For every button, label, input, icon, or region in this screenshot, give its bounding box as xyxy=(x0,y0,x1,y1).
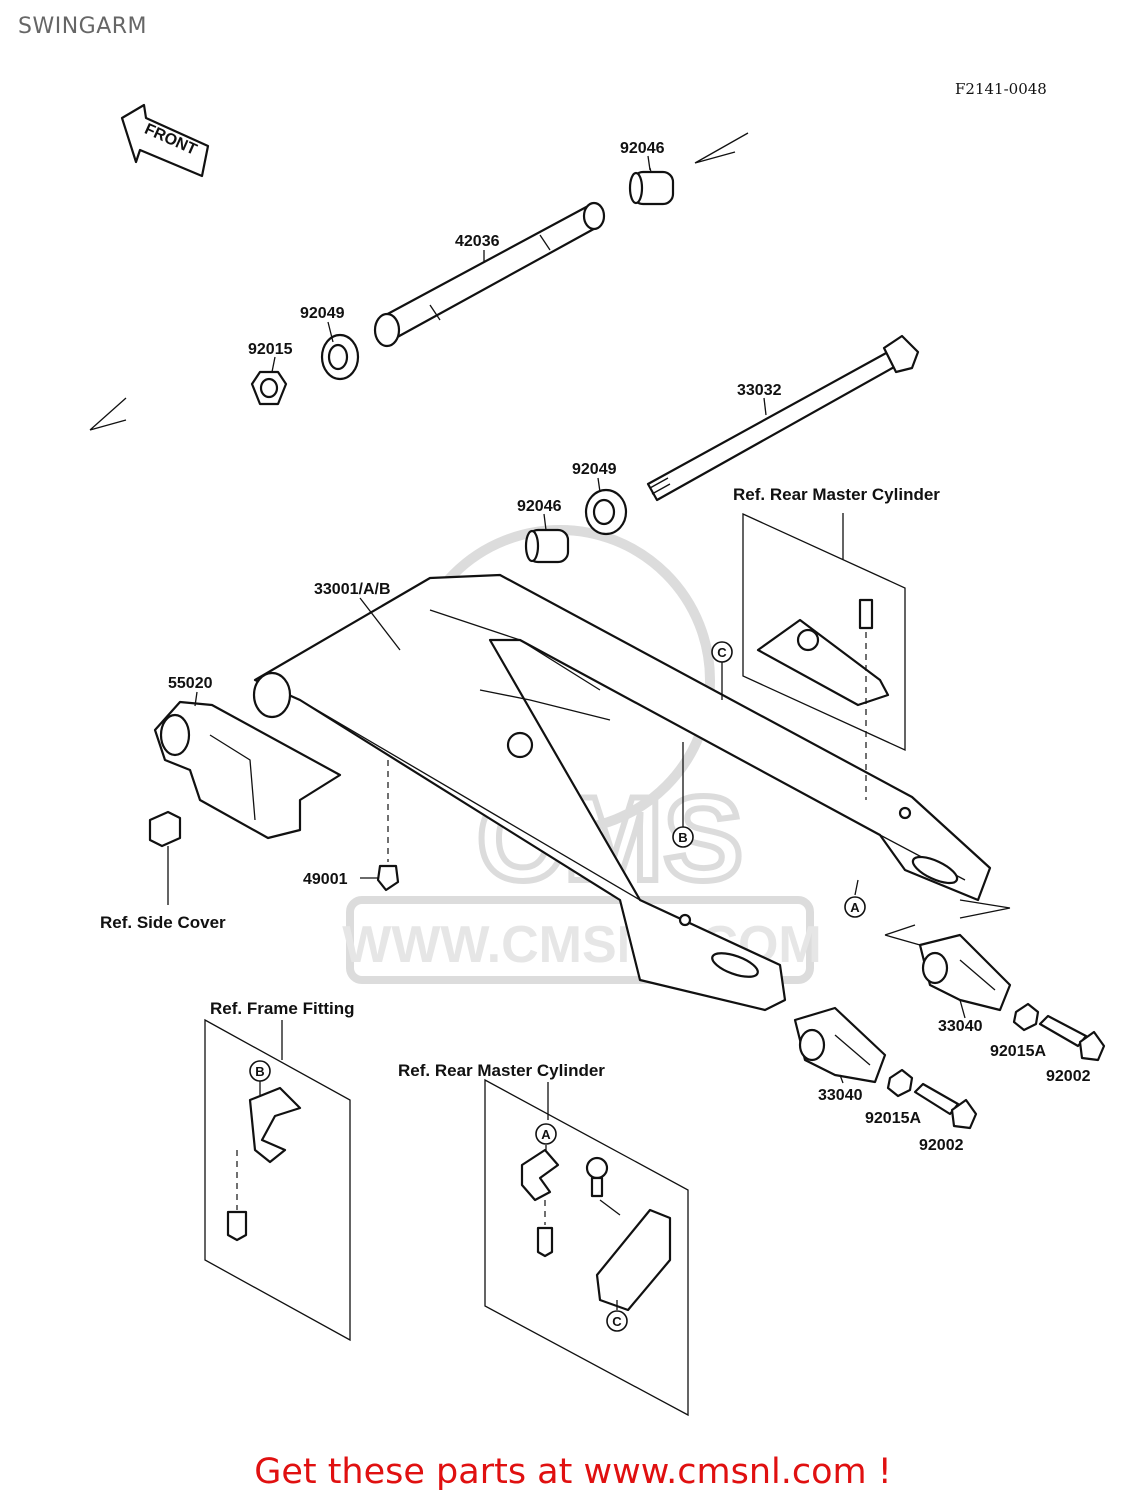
ref-frame-fitting: Ref. Frame Fitting xyxy=(210,999,355,1018)
collar-side-cover xyxy=(148,810,182,905)
ref-box-frame-fitting xyxy=(204,1018,351,1342)
ref-box-top-right xyxy=(742,512,906,800)
bolt-92002-right xyxy=(1038,1014,1106,1062)
nut-92015 xyxy=(250,370,288,406)
marker-c-top: C xyxy=(711,641,733,663)
marker-b-frame-label: B xyxy=(255,1064,264,1079)
label-42036: 42036 xyxy=(455,233,500,250)
label-92015A-left: 92015A xyxy=(865,1110,921,1127)
adjuster-33040-left xyxy=(793,1006,887,1084)
marker-b-mid-label: B xyxy=(678,830,687,845)
label-92049-top: 92049 xyxy=(300,305,345,322)
marker-c-top-label: C xyxy=(717,645,727,660)
marker-b-frame: B xyxy=(249,1060,271,1082)
label-92002-left: 92002 xyxy=(919,1137,964,1154)
page-title: SWINGARM xyxy=(18,14,148,39)
fitting-49001 xyxy=(376,760,400,892)
swingarm-33001 xyxy=(252,573,992,1012)
ref-box-rear-master-bottom xyxy=(484,1078,689,1417)
label-92046-top: 92046 xyxy=(620,140,665,157)
label-55020: 55020 xyxy=(168,675,213,692)
sleeve-42036 xyxy=(373,201,606,348)
label-92046-mid: 92046 xyxy=(517,498,562,515)
seal-92049-mid xyxy=(584,488,628,536)
direction-line-right-mid xyxy=(884,924,921,946)
ref-side-cover: Ref. Side Cover xyxy=(100,913,226,932)
seal-92049-top xyxy=(320,333,360,381)
cta-link[interactable]: Get these parts at www.cmsnl.com ! xyxy=(254,1452,892,1492)
diagram-code: F2141-0048 xyxy=(955,80,1047,98)
label-33040-left: 33040 xyxy=(818,1087,863,1104)
marker-a-mid-label: A xyxy=(850,900,860,915)
nut-92015A-right xyxy=(1012,1002,1040,1032)
label-92015A-right: 92015A xyxy=(990,1043,1046,1060)
label-33032: 33032 xyxy=(737,382,782,399)
nut-92015A-left xyxy=(886,1068,914,1098)
direction-line-right-top xyxy=(959,899,1011,919)
bearing-92046-mid xyxy=(524,528,570,564)
label-33040-right: 33040 xyxy=(938,1018,983,1035)
chain-guard-55020 xyxy=(153,700,342,840)
bolt-92002-left xyxy=(913,1082,978,1130)
leader-lines xyxy=(194,155,966,1310)
front-arrow: FRONT xyxy=(120,103,210,178)
marker-a-mid: A xyxy=(844,896,866,918)
label-33001: 33001/A/B xyxy=(314,581,391,598)
marker-a-bottom-label: A xyxy=(541,1127,551,1142)
marker-a-bottom: A xyxy=(535,1123,557,1145)
direction-line-left xyxy=(89,397,127,431)
label-49001: 49001 xyxy=(303,871,348,888)
bearing-92046-top xyxy=(628,167,675,206)
ref-rear-master-bottom: Ref. Rear Master Cylinder xyxy=(398,1061,605,1080)
marker-c-bottom-label: C xyxy=(612,1314,622,1329)
label-92015: 92015 xyxy=(248,341,293,358)
axle-33032 xyxy=(646,334,920,502)
marker-c-bottom: C xyxy=(606,1310,628,1332)
marker-b-mid: B xyxy=(672,826,694,848)
ref-rear-master-top: Ref. Rear Master Cylinder xyxy=(733,485,940,504)
label-92002-right: 92002 xyxy=(1046,1068,1091,1085)
label-92049-mid: 92049 xyxy=(572,461,617,478)
direction-line-top xyxy=(694,132,749,164)
adjuster-33040-right xyxy=(918,933,1012,1012)
